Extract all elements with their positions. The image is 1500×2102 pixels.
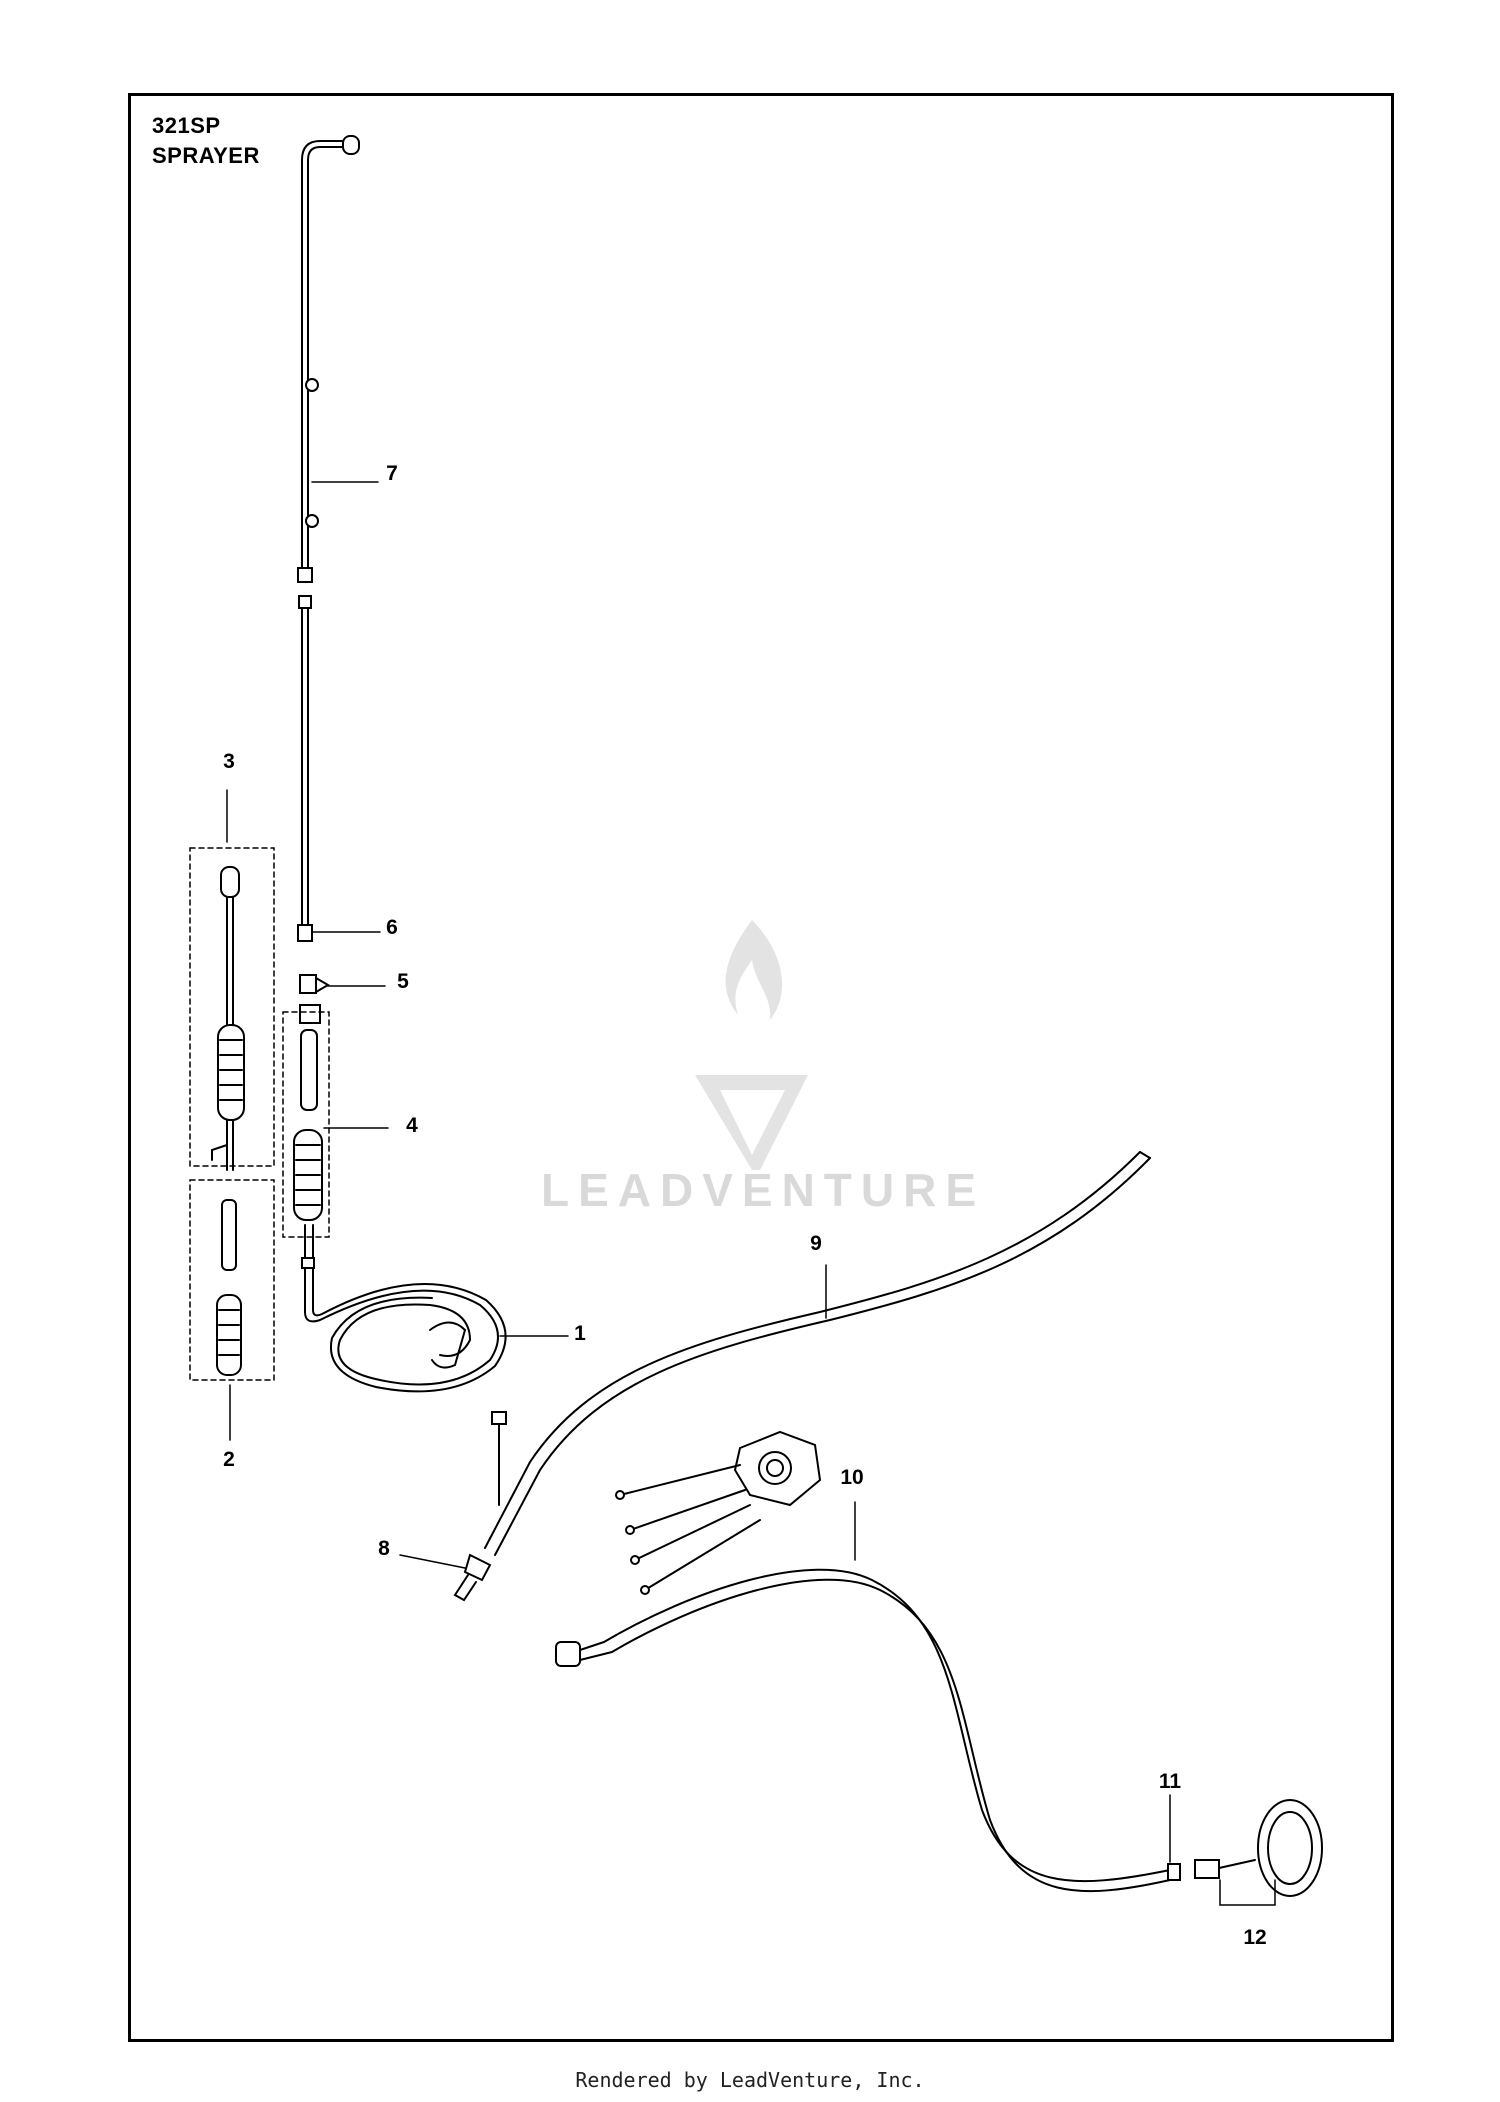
watermark-brand: LEADVENTURE <box>540 1164 986 1216</box>
part-10-suction-hose <box>555 1568 1171 1893</box>
callout-5[interactable]: 5 <box>397 970 409 993</box>
part-2-grip-assembly <box>216 1199 242 1376</box>
part-5-connector <box>299 974 330 994</box>
part-4-handle-assembly <box>293 1004 323 1291</box>
section-title: SPRAYER <box>152 143 260 168</box>
part-12-strainer-cap <box>1194 1799 1323 1897</box>
model-number: 321SP <box>152 113 221 138</box>
part-3-wand-assembly <box>211 866 245 1171</box>
callout-12[interactable]: 12 <box>1243 1926 1267 1949</box>
callout-11[interactable]: 11 <box>1158 1770 1182 1793</box>
callout-2[interactable]: 2 <box>223 1448 235 1471</box>
group-box-2 <box>189 1179 275 1381</box>
footer-credit: Rendered by LeadVenture, Inc. <box>575 2068 925 2092</box>
part-9-long-hose <box>484 1151 1151 1556</box>
leadventure-logo-icon <box>695 920 808 1170</box>
diagram-frame <box>128 93 1394 2042</box>
pump-housing <box>615 1430 822 1595</box>
callout-7[interactable]: 7 <box>386 462 398 485</box>
callout-8[interactable]: 8 <box>378 1537 390 1560</box>
part-7-lance-tube <box>297 135 360 942</box>
group-box-3 <box>189 847 275 1167</box>
callout-3[interactable]: 3 <box>223 750 235 773</box>
part-1-coiled-hose <box>304 1282 507 1393</box>
callout-10[interactable]: 10 <box>840 1466 864 1489</box>
callout-4[interactable]: 4 <box>406 1114 418 1137</box>
callout-leader-lines <box>226 481 1276 1906</box>
callout-6[interactable]: 6 <box>386 916 398 939</box>
callout-9[interactable]: 9 <box>810 1232 822 1255</box>
part-8-elbow-fitting <box>453 1411 507 1602</box>
group-box-4 <box>282 1011 330 1238</box>
callout-1[interactable]: 1 <box>574 1322 586 1345</box>
part-11-hose-clamp <box>1167 1863 1181 1881</box>
